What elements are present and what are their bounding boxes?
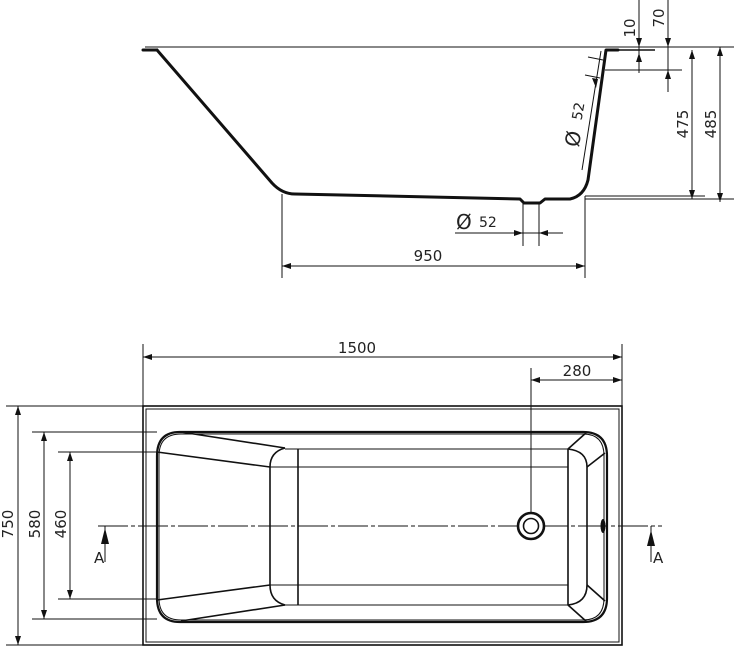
section-arrow-right-icon bbox=[647, 530, 655, 546]
overflow-diameter-dimension: Ø 52 bbox=[560, 50, 604, 171]
overflow-icon bbox=[600, 519, 606, 533]
dim-rim-thickness: 10 bbox=[621, 18, 639, 37]
dim-rim-depth: 70 bbox=[650, 8, 668, 27]
dim-total-height: 485 bbox=[702, 110, 720, 139]
foot-end-inner bbox=[567, 448, 588, 606]
dim-drain-offset: 280 bbox=[563, 362, 592, 380]
overflow-diameter-symbol: Ø bbox=[560, 129, 586, 149]
side-section-view: 10 70 475 485 Ø 52 bbox=[141, 0, 734, 278]
drain-diameter-dimension: Ø 52 bbox=[455, 203, 563, 246]
dim-inner-width: 580 bbox=[26, 510, 44, 539]
dim-total-length: 1500 bbox=[338, 339, 376, 357]
drain-diameter-value: 52 bbox=[479, 215, 497, 231]
drain-diameter-symbol: Ø bbox=[456, 210, 472, 234]
dim-inner-depth: 475 bbox=[674, 110, 692, 139]
inner-basin-outline bbox=[155, 430, 609, 624]
drain-icon bbox=[516, 511, 546, 541]
outer-rim-inner bbox=[145, 408, 620, 643]
outer-rim bbox=[142, 405, 623, 646]
section-arrow-left-icon bbox=[101, 528, 109, 544]
section-marker-right: A bbox=[653, 549, 664, 567]
overflow-diameter-value: 52 bbox=[570, 101, 589, 121]
dim-bottom-width: 460 bbox=[52, 510, 70, 539]
top-plan-view: 1500 280 bbox=[0, 339, 664, 646]
headrest-curve bbox=[269, 447, 286, 606]
dim-bottom-length: 950 bbox=[414, 247, 443, 265]
dim-total-width: 750 bbox=[0, 510, 17, 539]
tub-profile bbox=[155, 48, 620, 205]
section-marker-left: A bbox=[94, 549, 105, 567]
